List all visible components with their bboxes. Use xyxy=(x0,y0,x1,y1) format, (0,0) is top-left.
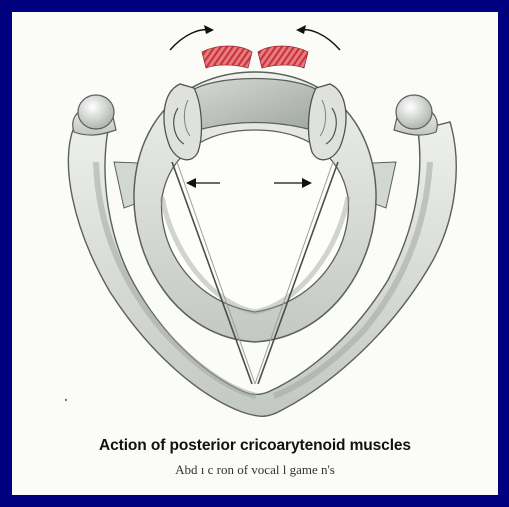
caption-title: Action of posterior cricoarytenoid muscl… xyxy=(12,437,498,455)
larynx-illustration xyxy=(12,12,498,495)
rotation-arrow-right xyxy=(296,25,340,50)
posterior-cricoarytenoid-muscles xyxy=(202,46,308,68)
illustration-frame: Action of posterior cricoarytenoid muscl… xyxy=(12,12,498,495)
rotation-arrow-left xyxy=(170,25,214,50)
superior-horn-left xyxy=(73,95,116,135)
figure-caption: Action of posterior cricoarytenoid muscl… xyxy=(12,437,498,478)
caption-subtitle: Abd ı c ron of vocal l game n's xyxy=(12,462,498,478)
speck-mark xyxy=(65,399,67,401)
superior-horn-right xyxy=(394,95,437,135)
